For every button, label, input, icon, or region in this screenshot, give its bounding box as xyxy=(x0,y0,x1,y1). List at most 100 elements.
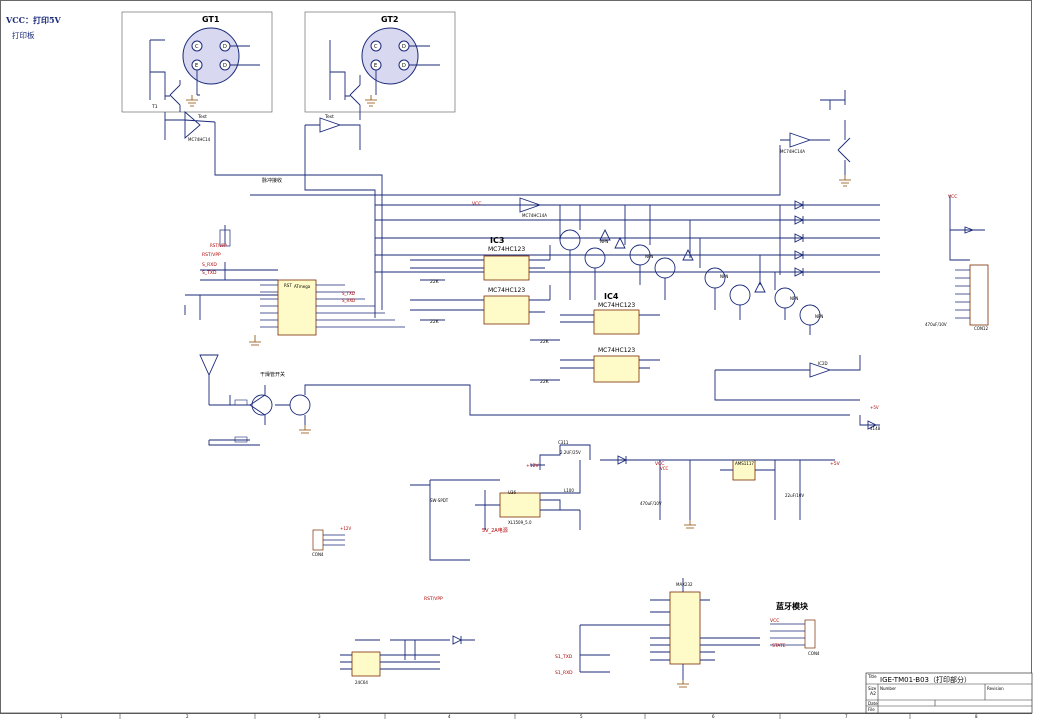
size-label: Size xyxy=(868,686,877,691)
bluetooth-section-label: 蓝牙模块 xyxy=(776,602,808,611)
svg-text:+12V: +12V xyxy=(526,463,539,469)
svg-text:L100: L100 xyxy=(564,488,574,493)
svg-text:NPN: NPN xyxy=(790,296,798,301)
diode-bank xyxy=(794,200,805,277)
svg-text:S1_TXD: S1_TXD xyxy=(555,654,573,660)
mcu-part: ATmega xyxy=(294,284,311,289)
gt1-label: GT1 xyxy=(202,15,220,24)
svg-text:CON4: CON4 xyxy=(808,651,820,656)
net-12v: +12V xyxy=(340,526,352,531)
svg-text:D: D xyxy=(223,44,227,50)
frame-ruler xyxy=(119,713,911,719)
svg-text:CON12: CON12 xyxy=(974,326,988,331)
gt1-sensor: C D E D xyxy=(121,11,273,113)
ic4b-part: MC74HC123 xyxy=(598,347,636,354)
svg-text:NPN: NPN xyxy=(645,254,653,259)
net-pulse-enable: 脉冲接收 xyxy=(262,178,283,184)
svg-text:22K: 22K xyxy=(540,339,550,345)
svg-text:22uF/10V: 22uF/10V xyxy=(785,493,804,498)
file-label: File xyxy=(868,707,875,712)
svg-text:RST: RST xyxy=(284,283,292,288)
svg-text:VCC: VCC xyxy=(948,194,957,200)
svg-text:Test: Test xyxy=(324,114,334,120)
ic3-label: IC3 xyxy=(490,236,505,245)
ruler-3: 3 xyxy=(318,714,321,719)
svg-text:D: D xyxy=(402,63,406,69)
ic4a xyxy=(593,309,640,335)
ruler-7: 7 xyxy=(845,714,848,719)
svg-text:STATE: STATE xyxy=(772,643,786,649)
transistor-array xyxy=(559,205,821,335)
svg-text:4148: 4148 xyxy=(870,426,881,431)
svg-text:RST/VPP: RST/VPP xyxy=(424,596,443,602)
svg-text:AMS1117: AMS1117 xyxy=(735,461,754,466)
svg-text:NPN: NPN xyxy=(600,239,608,244)
svg-text:MC74HC14A: MC74HC14A xyxy=(522,213,547,218)
svg-text:24C64: 24C64 xyxy=(355,680,368,685)
ruler-6: 6 xyxy=(712,714,715,719)
svg-text:22K: 22K xyxy=(540,379,550,385)
drawing-title: IGE-TM01-B03（打印部分） xyxy=(880,676,972,684)
date-label: Date xyxy=(868,701,878,706)
svg-text:VCC: VCC xyxy=(770,618,779,624)
net-rst-vpp: RST/VPP xyxy=(210,243,227,248)
ruler-2: 2 xyxy=(186,714,189,719)
net-vcc: VCC xyxy=(660,466,669,471)
gt2-label: GT2 xyxy=(381,15,399,24)
net-s-rxd: S_RXD xyxy=(342,298,356,303)
svg-text:S_RXD: S_RXD xyxy=(202,262,217,268)
gt2-sensor: C D E D xyxy=(304,11,456,113)
ic3a-part: MC74HC123 xyxy=(488,246,526,253)
ruler-5: 5 xyxy=(580,714,583,719)
svg-text:22K: 22K xyxy=(430,279,440,285)
ic4-label: IC4 xyxy=(604,292,619,301)
svg-text:NPN: NPN xyxy=(720,274,728,279)
svg-text:E: E xyxy=(195,63,198,69)
svg-text:RST/VPP: RST/VPP xyxy=(202,252,221,258)
svg-text:C311: C311 xyxy=(558,440,569,445)
svg-text:470uF/10V: 470uF/10V xyxy=(925,322,947,327)
svg-text:MAX232: MAX232 xyxy=(676,582,693,587)
eeprom-chip xyxy=(351,651,381,677)
svg-text:VCC: VCC xyxy=(472,201,481,207)
mcu-chip xyxy=(277,279,317,336)
net-s-txd: S_TXD xyxy=(342,291,355,296)
svg-text:S1_RXD: S1_RXD xyxy=(555,670,573,676)
ic3a xyxy=(483,255,530,281)
svg-text:2.2UF/25V: 2.2UF/25V xyxy=(560,450,581,455)
revision-label: Revision xyxy=(987,686,1004,691)
svg-text:D: D xyxy=(402,44,406,50)
bt-connector xyxy=(804,619,816,649)
svg-text:+5V: +5V xyxy=(830,461,841,467)
title-block xyxy=(865,672,1033,714)
size-value: A2 xyxy=(870,692,876,697)
uart-chip xyxy=(669,591,701,665)
board-note: 打印板 xyxy=(12,31,35,40)
svg-text:Test: Test xyxy=(197,114,207,120)
svg-text:D: D xyxy=(223,63,227,69)
svg-text:IC2D: IC2D xyxy=(818,361,828,366)
ic3b xyxy=(483,295,530,325)
svg-text:MC74HC14A: MC74HC14A xyxy=(780,149,805,154)
svg-text:NPN: NPN xyxy=(815,314,823,319)
svg-text:C: C xyxy=(195,44,199,50)
svg-text:U36: U36 xyxy=(508,490,516,495)
connector-con12 xyxy=(969,264,989,326)
net-power-label: 5V_2A电源 xyxy=(482,528,508,534)
title-label: Title xyxy=(868,674,877,679)
vcc-note: VCC：打印5V xyxy=(6,15,61,25)
svg-text:SW-SPDT: SW-SPDT xyxy=(430,498,449,503)
ic4a-part: MC74HC123 xyxy=(598,302,636,309)
svg-text:22K: 22K xyxy=(430,319,440,325)
regulator-u xyxy=(499,492,541,518)
ruler-4: 4 xyxy=(448,714,451,719)
net-5v: +5V xyxy=(870,405,879,410)
svg-text:470uF/10V: 470uF/10V xyxy=(640,501,662,506)
svg-text:XL1509_5.0: XL1509_5.0 xyxy=(508,520,532,525)
number-label: Number xyxy=(880,686,897,691)
net-dryer-switch: 干燥管开关 xyxy=(260,372,286,378)
ruler-1: 1 xyxy=(60,714,63,719)
svg-text:CON4: CON4 xyxy=(312,552,324,557)
